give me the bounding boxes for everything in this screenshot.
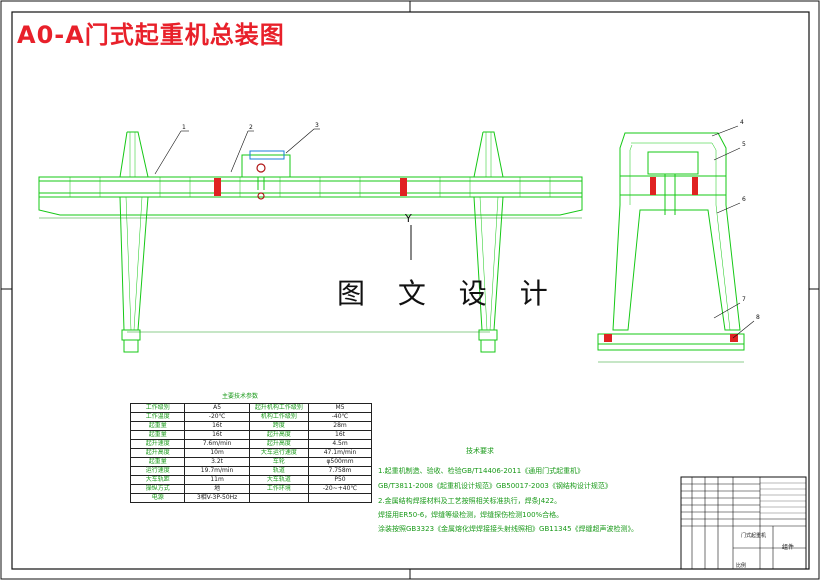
main-girder <box>38 176 583 198</box>
param-label: 起升高度 <box>248 430 310 440</box>
param-label: 起升速度 <box>129 439 186 449</box>
side-leaders <box>711 125 755 339</box>
param-label: 工作环境 <box>248 484 310 494</box>
param-value: 3.2t <box>184 457 250 467</box>
front-leaders <box>154 128 320 175</box>
param-label: 运行速度 <box>129 466 186 476</box>
param-value: -40℃ <box>308 412 372 422</box>
tech-line: 焊接用ER50-6，焊缝等级检测，焊缝探伤检测100%合格。 <box>378 511 564 519</box>
front-elevation <box>38 131 583 353</box>
param-value: 28m <box>308 421 372 431</box>
view-marker: Y <box>405 212 412 225</box>
tech-line: 涂装按照GB3323《金属熔化焊焊接接头射线照相》GB11345《焊缝超声波检测… <box>378 525 639 533</box>
girder-joints <box>214 178 407 196</box>
params-row: 操纵方式地工作环境-20~+40℃ <box>129 484 372 494</box>
param-value: 16t <box>184 421 250 431</box>
param-label: 车轮 <box>248 457 310 467</box>
param-label: 跨度 <box>248 421 310 431</box>
tech-line: GB/T3811-2008《起重机设计规范》GB50017-2003《钢结构设计… <box>378 482 612 490</box>
callout-5: 5 <box>742 141 746 148</box>
param-label: 大车轨距 <box>129 475 186 485</box>
param-value <box>308 493 372 503</box>
param-value: 16t <box>184 430 250 440</box>
side-accents <box>604 177 738 342</box>
param-value: 16t <box>308 430 372 440</box>
param-label: 起重量 <box>129 421 186 431</box>
param-label: 起重量 <box>129 457 186 467</box>
title-block-name: 门式起重机 <box>741 533 767 539</box>
callout-7: 7 <box>742 296 746 303</box>
side-elevation <box>597 132 745 363</box>
callout-4: 4 <box>740 119 744 126</box>
param-value: 19.7m/min <box>184 466 250 476</box>
side-trolley <box>647 151 699 175</box>
left-leg <box>119 131 149 331</box>
tech-requirements-title: 技术要求 <box>466 447 494 455</box>
tech-line: 2.金属结构焊接材料及工艺按照相关标准执行，焊条J422。 <box>378 497 562 505</box>
param-value: 10m <box>184 448 250 458</box>
watermark: 图 文 设 计 <box>337 277 560 310</box>
param-label <box>248 493 310 503</box>
callout-1: 1 <box>182 124 186 131</box>
param-label: 起升高度 <box>248 439 310 449</box>
param-label: 起重量 <box>129 430 186 440</box>
param-value: φ500mm <box>308 457 372 467</box>
param-label: 电源 <box>129 493 186 503</box>
param-label: 轨道 <box>248 466 310 476</box>
param-label: 工作温度 <box>129 412 186 422</box>
param-value: 7.6m/min <box>184 439 250 449</box>
param-value: -20℃ <box>184 412 250 422</box>
param-value: 4.5m <box>308 439 372 449</box>
right-leg <box>473 131 504 331</box>
param-value: 47.1m/min <box>308 448 372 458</box>
param-value: -20~+40℃ <box>308 484 372 494</box>
title-block-grid <box>680 476 807 570</box>
param-label: 起升机构工作级别 <box>248 403 310 413</box>
param-value: P50 <box>308 475 372 485</box>
param-label: 操纵方式 <box>129 484 186 494</box>
param-value: 7.758m <box>308 466 372 476</box>
param-value: A5 <box>184 403 250 413</box>
param-label: 大车轨道 <box>248 475 310 485</box>
param-value: 11m <box>184 475 250 485</box>
param-label: 起升高度 <box>129 448 186 458</box>
callout-6: 6 <box>742 196 746 203</box>
hook-block <box>256 163 266 200</box>
tech-line: 1.起重机制造、验收、检验GB/T14406-2011《通用门式起重机》 <box>378 467 585 475</box>
params-table-title: 主要技术参数 <box>222 393 259 400</box>
trolley <box>241 154 291 178</box>
param-value: 3相V-3P-50Hz <box>184 493 250 503</box>
param-value: 地 <box>184 484 250 494</box>
side-frame <box>612 132 741 331</box>
drawing-title: A0-A门式起重机总装图 <box>17 21 285 49</box>
param-label: 大车运行速度 <box>248 448 310 458</box>
title-block-scale-label: 比例 <box>736 563 747 569</box>
param-label: 工作级别 <box>129 403 186 413</box>
callout-3: 3 <box>315 122 319 129</box>
title-block-material: 组件 <box>782 544 795 551</box>
param-label: 机构工作级别 <box>248 412 310 422</box>
callout-2: 2 <box>249 124 253 131</box>
callout-8: 8 <box>756 314 760 321</box>
param-value: M5 <box>308 403 372 413</box>
